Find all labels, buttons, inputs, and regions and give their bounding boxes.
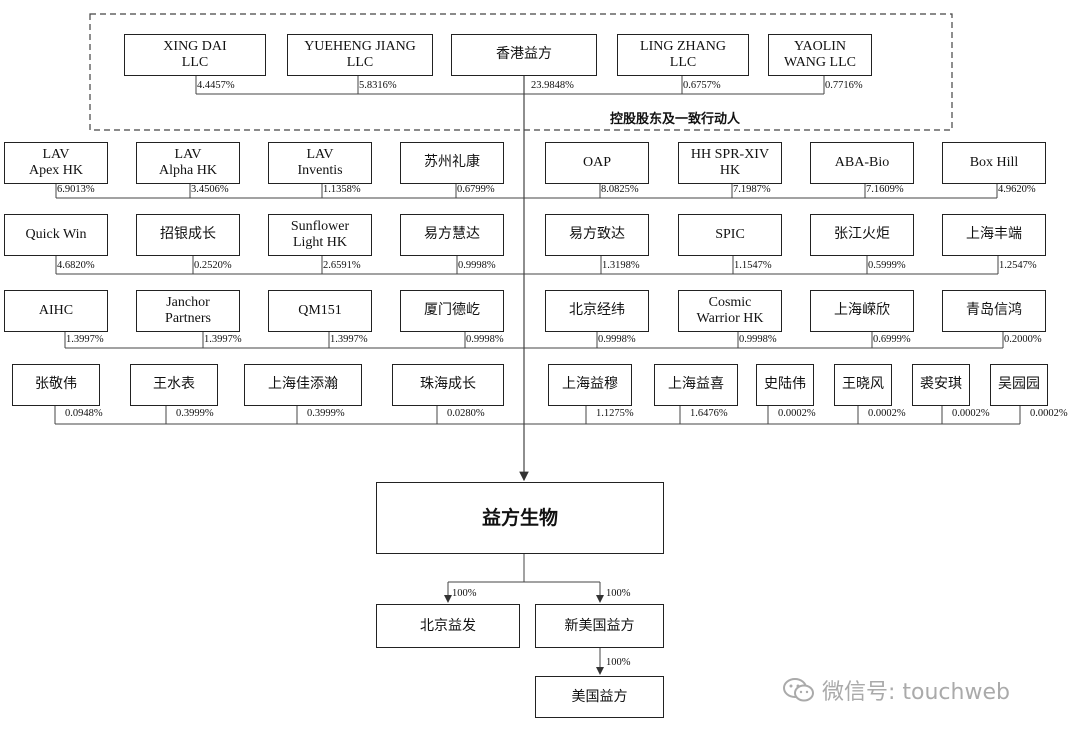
shareholder-pct: 0.6757% [683, 80, 721, 91]
shareholder-pct: 1.3997% [330, 334, 368, 345]
shareholder-pct: 0.9998% [458, 260, 496, 271]
shareholder-pct: 7.1609% [866, 184, 904, 195]
subsidiary-beijing-yifa: 北京益发 [376, 604, 520, 648]
shareholder-pct: 0.0002% [952, 408, 990, 419]
shareholder-box: 青岛信鸿 [942, 290, 1046, 332]
shareholder-box: 招银成长 [136, 214, 240, 256]
shareholder-pct: 1.3198% [602, 260, 640, 271]
shareholder-pct: 1.1275% [596, 408, 634, 419]
company-box: 益方生物 [376, 482, 664, 554]
shareholder-pct: 6.9013% [57, 184, 95, 195]
shareholder-box: 苏州礼康 [400, 142, 504, 184]
shareholder-box: Cosmic Warrior HK [678, 290, 782, 332]
shareholder-pct: 0.2520% [194, 260, 232, 271]
shareholder-box: OAP [545, 142, 649, 184]
shareholder-box: YUEHENG JIANG LLC [287, 34, 433, 76]
shareholder-pct: 1.1547% [734, 260, 772, 271]
shareholder-pct: 23.9848% [531, 80, 574, 91]
shareholder-box: 厦门德屹 [400, 290, 504, 332]
shareholder-box: XING DAI LLC [124, 34, 266, 76]
shareholder-pct: 1.1358% [323, 184, 361, 195]
shareholder-pct: 1.3997% [66, 334, 104, 345]
shareholder-box: 张江火炬 [810, 214, 914, 256]
shareholder-pct: 0.3999% [307, 408, 345, 419]
shareholder-box: 上海嵘欣 [810, 290, 914, 332]
shareholder-box: LAV Alpha HK [136, 142, 240, 184]
shareholder-pct: 0.0948% [65, 408, 103, 419]
shareholder-box: 珠海成长 [392, 364, 504, 406]
shareholder-box: 上海丰端 [942, 214, 1046, 256]
shareholder-pct: 0.6999% [873, 334, 911, 345]
shareholder-box: LAV Apex HK [4, 142, 108, 184]
shareholder-pct: 0.6799% [457, 184, 495, 195]
wechat-watermark: 微信号: touchweb [782, 674, 1010, 706]
shareholder-box: SPIC [678, 214, 782, 256]
shareholder-pct: 0.0280% [447, 408, 485, 419]
shareholder-pct: 0.0002% [778, 408, 816, 419]
shareholder-box: HH SPR-XIV HK [678, 142, 782, 184]
shareholder-pct: 0.2000% [1004, 334, 1042, 345]
shareholder-pct: 8.0825% [601, 184, 639, 195]
shareholder-box: 王水表 [130, 364, 218, 406]
shareholder-pct: 0.3999% [176, 408, 214, 419]
shareholder-box: 史陆伟 [756, 364, 814, 406]
shareholder-pct: 4.9620% [998, 184, 1036, 195]
shareholder-pct: 4.6820% [57, 260, 95, 271]
subsidiary-pct-us-yifang: 100% [606, 657, 631, 668]
shareholder-box: LAV Inventis [268, 142, 372, 184]
shareholder-pct: 0.9998% [739, 334, 777, 345]
shareholder-box: Box Hill [942, 142, 1046, 184]
shareholder-box: LING ZHANG LLC [617, 34, 749, 76]
shareholder-pct: 0.9998% [466, 334, 504, 345]
shareholder-pct: 0.0002% [868, 408, 906, 419]
shareholder-box: 易方慧达 [400, 214, 504, 256]
subsidiary-pct-new-us-yifang: 100% [606, 588, 631, 599]
shareholder-pct: 1.3997% [204, 334, 242, 345]
shareholder-pct: 7.1987% [733, 184, 771, 195]
shareholder-box: 上海益穆 [548, 364, 632, 406]
controlling-group-label: 控股股东及一致行动人 [610, 112, 741, 127]
shareholder-box: 张敬伟 [12, 364, 100, 406]
shareholder-box: 易方致达 [545, 214, 649, 256]
subsidiary-us-yifang: 美国益方 [535, 676, 664, 718]
shareholder-box: 裘安琪 [912, 364, 970, 406]
shareholder-pct: 3.4506% [191, 184, 229, 195]
shareholder-pct: 0.7716% [825, 80, 863, 91]
shareholder-pct: 1.2547% [999, 260, 1037, 271]
shareholder-box: 香港益方 [451, 34, 597, 76]
shareholder-pct: 0.0002% [1030, 408, 1068, 419]
shareholder-pct: 1.6476% [690, 408, 728, 419]
shareholder-box: QM151 [268, 290, 372, 332]
shareholder-box: Janchor Partners [136, 290, 240, 332]
shareholder-box: 王晓风 [834, 364, 892, 406]
shareholder-box: ABA-Bio [810, 142, 914, 184]
shareholder-pct: 5.8316% [359, 80, 397, 91]
shareholder-box: 北京经纬 [545, 290, 649, 332]
wechat-icon [783, 678, 814, 702]
shareholder-box: 上海佳添瀚 [244, 364, 362, 406]
shareholder-pct: 2.6591% [323, 260, 361, 271]
shareholder-box: Sunflower Light HK [268, 214, 372, 256]
shareholder-box: YAOLIN WANG LLC [768, 34, 872, 76]
controlling-group-border [89, 13, 953, 131]
shareholder-pct: 0.9998% [598, 334, 636, 345]
shareholder-pct: 4.4457% [197, 80, 235, 91]
watermark-text: 微信号: touchweb [822, 680, 1010, 705]
shareholder-box: AIHC [4, 290, 108, 332]
shareholder-box: 上海益喜 [654, 364, 738, 406]
shareholder-box: Quick Win [4, 214, 108, 256]
subsidiary-new-us-yifang: 新美国益方 [535, 604, 664, 648]
shareholder-box: 吴园园 [990, 364, 1048, 406]
subsidiary-pct-beijing-yifa: 100% [452, 588, 477, 599]
shareholder-pct: 0.5999% [868, 260, 906, 271]
